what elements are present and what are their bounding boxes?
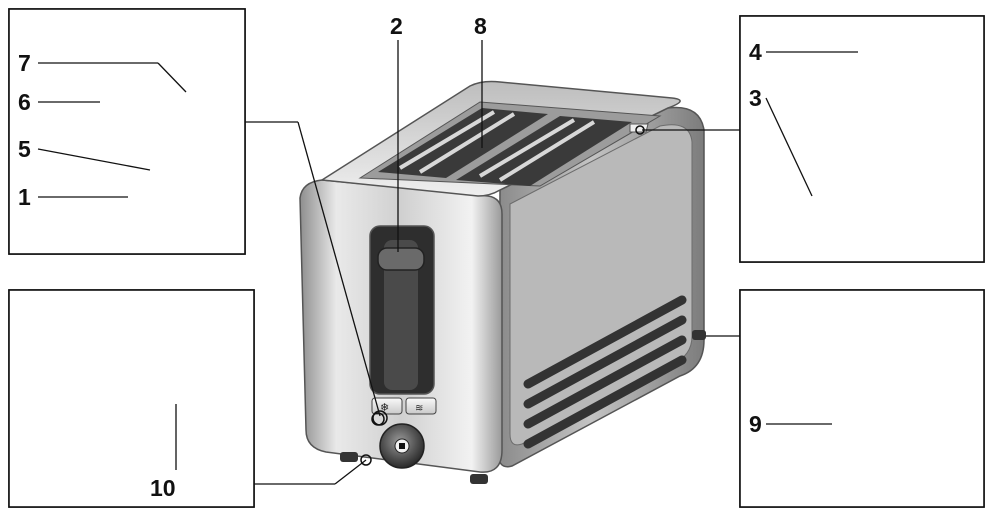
side-vents (523, 295, 687, 449)
label-4: 4 (749, 39, 762, 65)
lift-lever[interactable] (377, 247, 425, 271)
bread-slots (378, 108, 649, 186)
label-1: 1 (18, 184, 31, 210)
front-reheat-button[interactable] (405, 397, 437, 415)
svg-text:❄: ❄ (380, 401, 389, 414)
front-defrost-button[interactable] (371, 397, 403, 415)
label-9: 9 (749, 411, 762, 437)
label-6: 6 (18, 89, 31, 115)
callout-lines (245, 121, 740, 485)
label-7: 7 (18, 50, 31, 76)
svg-text:≋: ≋ (415, 403, 423, 414)
label-5: 5 (18, 136, 31, 162)
label-3: 3 (749, 85, 762, 111)
label-10: 10 (150, 475, 176, 501)
label-2: 2 (390, 13, 403, 39)
label-8: 8 (474, 13, 487, 39)
toaster-main: ❄ ≋ (299, 80, 706, 484)
